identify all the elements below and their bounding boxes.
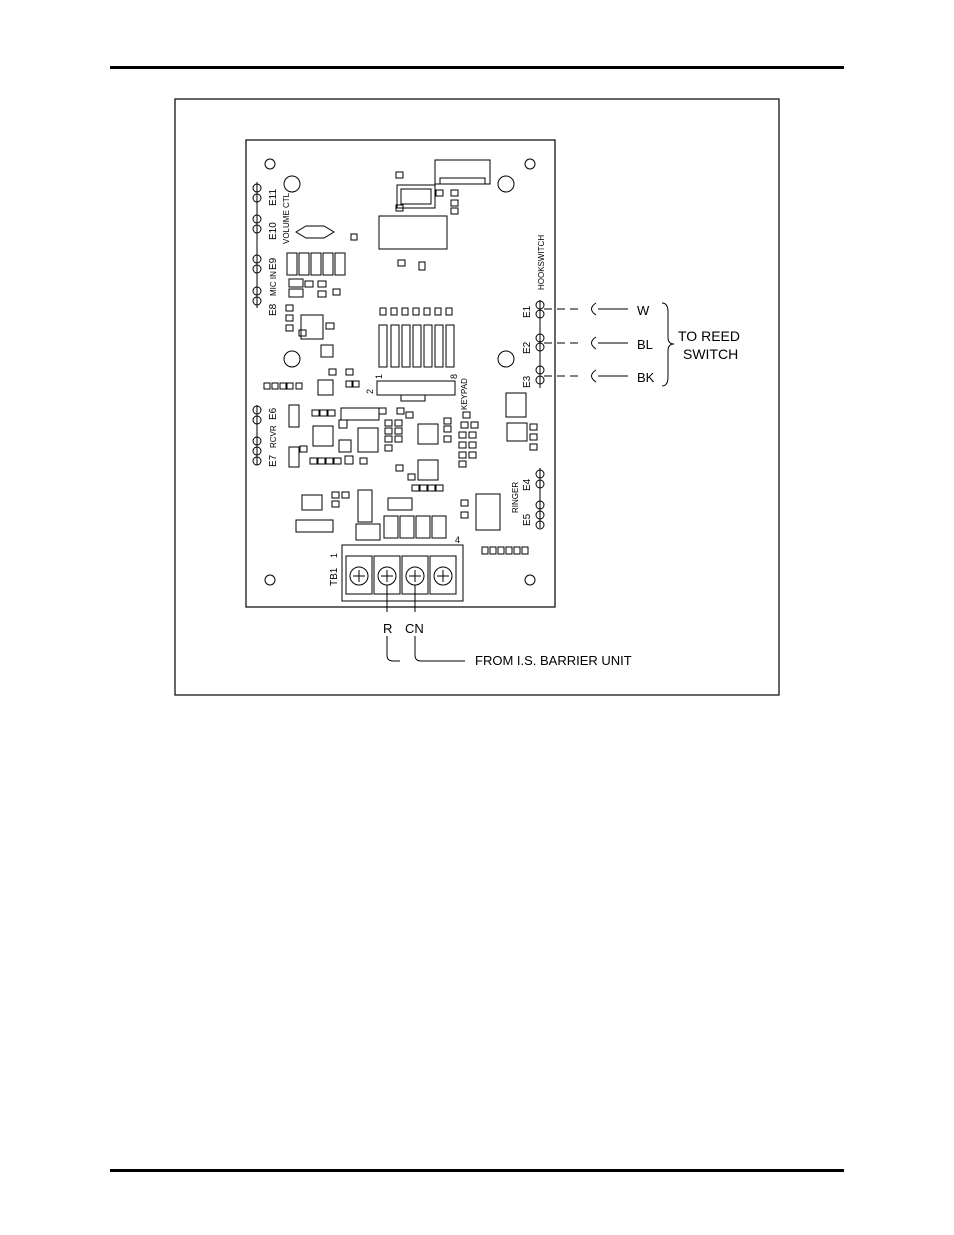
mounting-holes: [264, 158, 536, 586]
label-e5: E5: [522, 513, 533, 526]
label-rcvr: RCVR: [269, 425, 278, 448]
left-terminal-posts: [252, 182, 262, 466]
label-mic-in: MIC IN: [269, 271, 278, 296]
label-e11: E11: [268, 189, 279, 206]
label-e7: E7: [268, 454, 279, 467]
label-e10: E10: [268, 222, 279, 240]
reed-switch-wiring: [544, 302, 675, 387]
wire-label-bl: BL: [637, 337, 653, 352]
label-keypad-pin1: 1: [374, 374, 384, 379]
wire-label-r: R: [383, 621, 392, 636]
pcb-components: [263, 159, 538, 602]
label-e3: E3: [522, 375, 533, 388]
reed-switch-label-line1: TO REED: [678, 328, 740, 344]
label-keypad-pin8: 8: [449, 374, 459, 379]
label-tb1: TB1: [329, 567, 340, 586]
label-ringer: RINGER: [511, 482, 520, 513]
label-e2: E2: [522, 341, 533, 354]
figure-frame: [174, 98, 780, 696]
label-tb1-pin1: 1: [329, 553, 339, 558]
label-keypad-pin2: 2: [365, 389, 375, 394]
label-e9: E9: [268, 257, 279, 270]
header-rule: [110, 66, 844, 69]
reed-switch-label-line2: SWITCH: [683, 346, 738, 362]
label-e8: E8: [268, 303, 279, 316]
right-terminal-posts: [535, 300, 545, 530]
pcb-outline: [245, 139, 556, 608]
label-volume-ctl: VOLUME CTL: [282, 192, 291, 244]
label-e1: E1: [522, 305, 533, 318]
label-e6: E6: [268, 407, 279, 420]
label-hookswitch: HOOKSWITCH: [537, 235, 546, 290]
label-e4: E4: [522, 478, 533, 491]
footer-rule: [110, 1169, 844, 1172]
barrier-unit-label: FROM I.S. BARRIER UNIT: [475, 653, 632, 668]
wire-label-bk: BK: [637, 370, 655, 385]
barrier-wiring: [386, 585, 465, 662]
label-keypad: KEYPAD: [460, 378, 469, 410]
label-tb1-pin4: 4: [455, 535, 460, 545]
wire-label-w: W: [637, 303, 650, 318]
wire-label-cn: CN: [405, 621, 424, 636]
